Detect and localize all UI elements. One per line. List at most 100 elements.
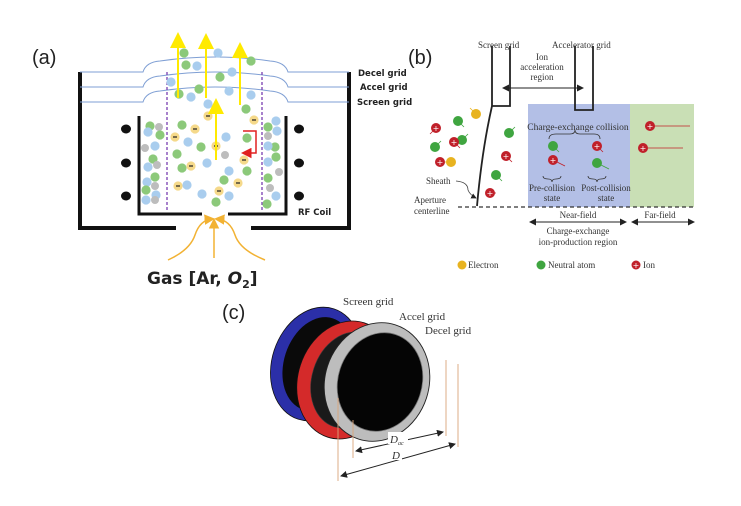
outer-chamber-right	[251, 72, 351, 230]
electron-minus-sign	[176, 185, 180, 187]
ion-particle	[246, 90, 256, 100]
legend-ion-label: Ion	[643, 260, 655, 270]
ion-particle	[271, 191, 281, 201]
panel-a: (a) Decel grid Accel grid Screen grid RF…	[32, 32, 412, 291]
inert-particle	[141, 144, 149, 152]
neutral-particle	[194, 84, 204, 94]
neutral-particle	[172, 149, 182, 159]
decel-grid-label-c: Decel grid	[425, 325, 472, 337]
ion-particle	[435, 157, 445, 167]
pre-collision-label-1: Pre-collision	[529, 183, 575, 193]
accelerator-grid-label: Accelerator grid	[552, 40, 611, 50]
ion-plus-sign: +	[487, 189, 494, 198]
ion-particle	[183, 137, 193, 147]
electron-minus-sign	[193, 128, 197, 130]
inert-particle	[151, 182, 159, 190]
electron-reflection-arrow	[241, 130, 257, 159]
neutral-particle	[155, 130, 165, 140]
ion-particle	[186, 92, 196, 102]
screen-grid-shape	[491, 46, 511, 107]
far-field-region	[630, 104, 694, 207]
outer-chamber-left	[78, 72, 176, 230]
neutral-atom-particle	[453, 116, 463, 126]
ion-particle	[263, 141, 273, 151]
ion-particle	[485, 188, 495, 198]
post-collision-label-2: state	[598, 193, 615, 203]
ion-particle	[143, 127, 153, 137]
pre-collision-brace	[542, 175, 562, 183]
legend-electron-icon	[457, 260, 467, 270]
ion-particle	[645, 121, 655, 131]
ion-particle	[197, 189, 207, 199]
ion-particle	[271, 116, 281, 126]
decel-grid-label: Decel grid	[358, 69, 407, 79]
neutral-particle	[196, 142, 206, 152]
gas-inlet-arrows	[167, 214, 266, 261]
beam-particles: +++++++++	[429, 107, 690, 198]
ion-particle	[182, 180, 192, 190]
neutral-atom-particle	[457, 135, 467, 145]
neutral-particle	[150, 172, 160, 182]
ion-particle	[203, 99, 213, 109]
ion-particle	[224, 166, 234, 176]
legend-electron-label: Electron	[468, 260, 499, 270]
ion-plus-sign: +	[433, 124, 440, 133]
neutral-particle	[271, 152, 281, 162]
neutral-particle	[242, 133, 252, 143]
neutral-particle	[179, 48, 189, 58]
ion-particle	[142, 177, 152, 187]
dac-label: Dac	[389, 434, 404, 447]
screen-grid-line	[80, 86, 349, 103]
accelerator-grid-shape	[574, 46, 594, 111]
inner-chamber-right	[228, 116, 288, 216]
ion-particle	[501, 151, 511, 161]
ion-particle	[213, 48, 223, 58]
near-field-label: Near-field	[560, 210, 597, 220]
ion-particle	[202, 158, 212, 168]
inert-particle	[275, 168, 283, 176]
post-collision-label-1: Post-collision	[581, 183, 631, 193]
electron-minus-sign	[252, 119, 256, 121]
inert-particle	[264, 132, 272, 140]
inert-particle	[155, 123, 163, 131]
far-field-label: Far-field	[644, 210, 676, 220]
electron-minus-sign	[206, 115, 210, 117]
panel-c: (c) Screen grid Accel grid Decel grid	[222, 296, 472, 481]
neutral-particle	[141, 185, 151, 195]
cex-brace	[548, 129, 601, 140]
ion-plus-sign: +	[640, 144, 647, 153]
neutral-particle	[263, 122, 273, 132]
ion-particle	[431, 123, 441, 133]
ion-accel-label-1: Ion	[536, 52, 548, 62]
decel-grid-disc	[323, 322, 431, 442]
electron-minus-sign	[217, 190, 221, 192]
screen-grid-label: Screen grid	[357, 98, 412, 108]
aperture-label-1: Aperture	[414, 195, 446, 205]
neutral-particle	[263, 173, 273, 183]
neutral-particle	[262, 199, 272, 209]
electron-particle	[471, 109, 481, 119]
neutral-atom-particle	[504, 128, 514, 138]
panel-a-label: (a)	[32, 47, 56, 69]
pre-collision-label-2: state	[544, 193, 561, 203]
ion-particle	[150, 141, 160, 151]
ion-beam-arrows	[170, 32, 248, 160]
neutral-particle	[177, 120, 187, 130]
screen-grid-label-c: Screen grid	[343, 296, 394, 308]
accel-grid-line	[80, 71, 349, 88]
neutral-atom-particle	[548, 141, 558, 151]
neutral-atom-particle	[592, 158, 602, 168]
legend: Electron Neutral atom + Ion	[457, 260, 655, 270]
ion-particle	[224, 86, 234, 96]
ion-accel-label-2: acceleration	[520, 62, 564, 72]
plasma-particles	[141, 48, 283, 209]
decel-grid-line	[80, 56, 349, 73]
ion-plus-sign: +	[451, 138, 458, 147]
sheath-pointer	[455, 180, 477, 199]
ion-plus-sign: +	[594, 142, 601, 151]
cex-collision-label: Charge-exchange collision	[527, 123, 629, 133]
gas-label: Gas [Ar, O2]	[147, 269, 258, 291]
dac-label-bg	[388, 432, 408, 444]
inert-particle	[221, 151, 229, 159]
rf-coil-left	[121, 124, 131, 201]
